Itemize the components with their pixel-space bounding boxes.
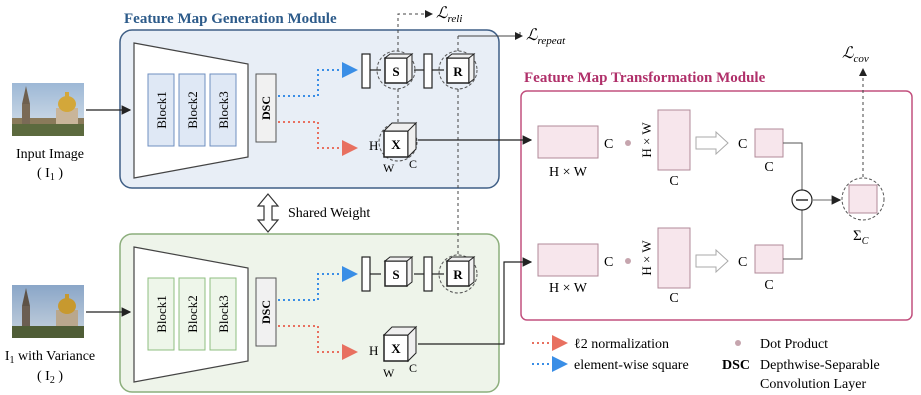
loss-repeat: ℒrepeat — [526, 27, 566, 47]
feat-c-top-label: C — [604, 137, 613, 152]
dot-product-bottom — [625, 258, 631, 264]
feat-hw-bottom-label: H × W — [549, 281, 588, 296]
cov-top-to-minus — [783, 142, 803, 190]
feat-t-bottom-c: C — [669, 291, 678, 306]
feat-hw-bottom — [537, 243, 599, 277]
s-bottom-label: S — [392, 267, 399, 282]
block2-top: Block2 — [185, 91, 200, 129]
feat-t-top-c: C — [669, 174, 678, 189]
legend-dsc-desc-2: Convolution Layer — [760, 377, 866, 392]
cov-bottom-c-left: C — [738, 255, 747, 270]
dsc-bottom-label: DSC — [259, 300, 273, 324]
s-block-bottom: S — [361, 255, 433, 292]
cov-top-c-bottom: C — [764, 160, 773, 175]
legend-dsc-abbr: DSC — [722, 358, 750, 373]
legend-dot-label: Dot Product — [760, 337, 828, 352]
x-bottom-w: W — [383, 366, 395, 380]
legend-square-label: element-wise square — [574, 358, 689, 373]
cov-bottom-to-minus — [783, 210, 803, 260]
legend-l2-label: ℓ2 normalization — [574, 337, 669, 352]
shared-weight-icon — [256, 193, 280, 233]
feat-t-top-hw: H × W — [639, 122, 654, 158]
feat-t-bottom — [657, 227, 691, 289]
shared-weight-label: Shared Weight — [288, 206, 370, 221]
x-bottom-h: H — [369, 343, 378, 358]
input-image-1 — [12, 83, 84, 136]
sigma-label: ΣC — [853, 228, 869, 247]
cov-bottom-c-bottom: C — [764, 278, 773, 293]
encoder-top-blocks: Block1 Block2 Block3 — [147, 73, 237, 147]
input-image-2-label: I1 with Variance — [5, 349, 95, 366]
r-block-top: R — [432, 50, 478, 90]
input-image-1-label: Input Image — [16, 147, 84, 162]
open-arrow-top — [695, 130, 729, 156]
red-arrow-bottom — [278, 325, 358, 360]
transformation-module — [520, 90, 913, 321]
input-image-2 — [12, 285, 84, 338]
dsc-bottom — [255, 277, 277, 347]
x-bottom-c: C — [409, 361, 417, 375]
cov-top — [754, 128, 784, 158]
feat-c-bottom-label: C — [604, 255, 613, 270]
red-arrow-top — [278, 121, 358, 156]
x-cube-top: X H W C — [369, 121, 418, 175]
block3-top: Block3 — [216, 91, 231, 129]
r-top-label: R — [453, 64, 463, 79]
dsc-top-label: DSC — [259, 96, 273, 120]
transformation-title: Feature Map Transformation Module — [524, 70, 766, 86]
feat-t-bottom-hw: H × W — [639, 240, 654, 276]
legend-dot-icon — [735, 340, 741, 346]
feat-t-top — [657, 109, 691, 171]
generation-title: Feature Map Generation Module — [124, 11, 337, 27]
feat-hw-top — [537, 125, 599, 159]
cov-bottom — [754, 244, 784, 274]
r-block-bottom: R — [432, 254, 478, 294]
x-bottom-to-transform — [418, 257, 533, 345]
block1-bottom: Block1 — [154, 295, 169, 333]
feat-hw-top-label: H × W — [549, 165, 588, 180]
s-block-top: S — [361, 50, 433, 90]
block1-top: Block1 — [154, 91, 169, 129]
x-top-c: C — [409, 157, 417, 171]
cov-top-c-left: C — [738, 137, 747, 152]
encoder-bottom-blocks: Block1 Block2 Block3 — [147, 277, 237, 351]
blue-arrow-bottom — [278, 266, 358, 301]
x-top-h: H — [369, 138, 378, 153]
block3-bottom: Block3 — [216, 295, 231, 333]
open-arrow-bottom — [695, 248, 729, 274]
x-bottom-label: X — [391, 341, 401, 356]
sigma-box — [848, 184, 878, 214]
reli-connector — [397, 10, 433, 51]
dot-product-top — [625, 140, 631, 146]
x-top-label: X — [391, 137, 401, 152]
loss-cov: ℒcov — [842, 45, 869, 65]
dsc-top — [255, 73, 277, 143]
s-top-label: S — [392, 64, 399, 79]
blue-arrow-top — [278, 62, 358, 97]
legend-dsc-desc-1: Depthwise-Separable — [760, 358, 880, 373]
x-cube-bottom: X H W C — [369, 325, 418, 380]
x-top-w: W — [383, 161, 395, 175]
input-image-1-sub: ( I1 ) — [37, 166, 63, 183]
input-image-2-sub: ( I2 ) — [37, 369, 63, 386]
sigma-dashed-circle — [841, 177, 885, 221]
r-bottom-label: R — [453, 267, 463, 282]
block2-bottom: Block2 — [185, 295, 200, 333]
loss-reli: ℒreli — [436, 5, 462, 25]
